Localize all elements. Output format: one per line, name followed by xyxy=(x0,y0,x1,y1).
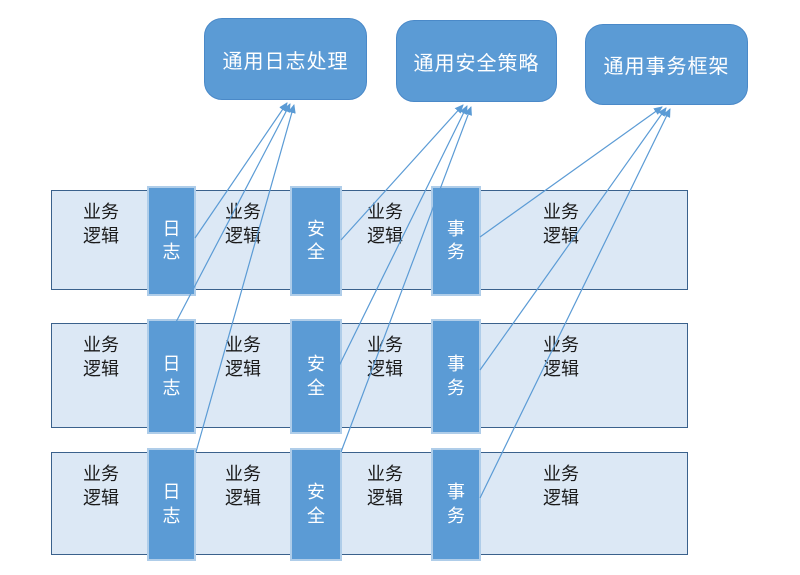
aspect-segment-transaction: 事务 xyxy=(431,186,481,296)
aspect-segment-log: 日志 xyxy=(147,186,196,296)
layer-bar-1: 业务逻辑 日志 业务逻辑 安全 业务逻辑 事务 业务逻辑 xyxy=(51,186,688,296)
business-logic-cell: 业务逻辑 xyxy=(83,464,119,509)
aspect-segment-transaction: 事务 xyxy=(431,448,481,561)
aspect-segment-log: 日志 xyxy=(147,448,196,561)
business-logic-cell: 业务逻辑 xyxy=(543,202,579,247)
aspect-segment-security: 安全 xyxy=(290,448,342,561)
framework-box-log: 通用日志处理 xyxy=(204,18,367,100)
layer-bar-3: 业务逻辑 日志 业务逻辑 安全 业务逻辑 事务 业务逻辑 xyxy=(51,448,688,561)
business-logic-cell: 业务逻辑 xyxy=(83,202,119,247)
business-logic-cell: 业务逻辑 xyxy=(83,335,119,380)
framework-box-transaction-label: 通用事务框架 xyxy=(603,54,730,78)
business-logic-cell: 业务逻辑 xyxy=(225,202,261,247)
framework-box-security: 通用安全策略 xyxy=(396,20,557,102)
layer-bar-2: 业务逻辑 日志 业务逻辑 安全 业务逻辑 事务 业务逻辑 xyxy=(51,319,688,434)
business-logic-cell: 业务逻辑 xyxy=(225,335,261,380)
aspect-segment-log: 日志 xyxy=(147,319,196,434)
business-logic-cell: 业务逻辑 xyxy=(543,464,579,509)
business-logic-cell: 业务逻辑 xyxy=(367,202,403,247)
business-logic-cell: 业务逻辑 xyxy=(367,464,403,509)
business-logic-cell: 业务逻辑 xyxy=(225,464,261,509)
aspect-segment-security: 安全 xyxy=(290,319,342,434)
framework-box-log-label: 通用日志处理 xyxy=(222,48,349,73)
arrow-transaction-layer3 xyxy=(479,108,671,499)
aspect-segment-security: 安全 xyxy=(290,186,342,296)
framework-box-security-label: 通用安全策略 xyxy=(413,50,540,75)
framework-box-transaction: 通用事务框架 xyxy=(585,24,748,105)
business-logic-cell: 业务逻辑 xyxy=(543,335,579,380)
business-logic-cell: 业务逻辑 xyxy=(367,335,403,380)
aspect-segment-transaction: 事务 xyxy=(431,319,481,434)
